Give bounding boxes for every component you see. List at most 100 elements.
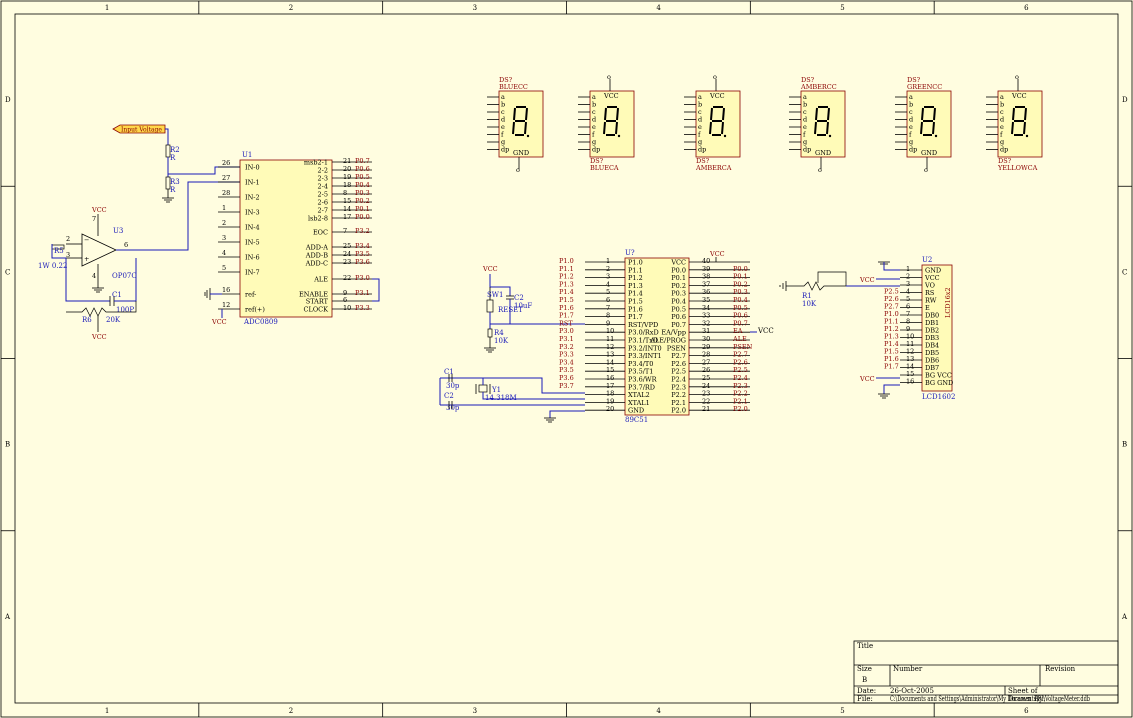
adc-pin-number: 24 <box>343 250 351 258</box>
file-label: File: <box>857 695 873 703</box>
lcd-pin-number: 1 <box>906 265 910 273</box>
lcd-side-label: LCD16x2 <box>944 287 952 318</box>
pot-value: 10K <box>802 300 817 308</box>
opamp-ref: U3 <box>113 227 123 235</box>
mcu-net-label: P3.4 <box>559 358 574 366</box>
segment-pin-label: c <box>501 108 505 116</box>
adc-pin-number: 1 <box>222 204 226 212</box>
segment-pin-label: d <box>698 116 702 124</box>
mcu-pin-number: 27 <box>702 358 710 366</box>
mcu-pin-number: 18 <box>606 390 614 398</box>
adc-pin-name: ENABLE <box>299 291 328 299</box>
segment-pin-label: f <box>909 131 912 139</box>
mcu-net-label: P1.5 <box>559 296 574 304</box>
adc-net-label: P0.3 <box>355 189 370 197</box>
adc-pin-name: IN-3 <box>245 209 260 217</box>
lcd-pin-name: DB2 <box>925 327 939 335</box>
adc-net-label: P3.1 <box>355 289 370 297</box>
adc-pin-name: lsb2-8 <box>308 215 328 223</box>
lcd-pin-number: 3 <box>906 280 910 288</box>
adc-pin-number: 26 <box>222 159 230 167</box>
segment-pin-label: b <box>698 101 702 109</box>
adc-body <box>239 159 333 318</box>
opamp-vcc-bottom: VCC <box>91 333 107 341</box>
mcu-net-label: P0.5 <box>733 304 748 312</box>
adc-pin-name: ref- <box>245 291 256 299</box>
mcu-pin-number: 1 <box>606 257 610 265</box>
lcd-pin-name: BG GND <box>925 379 953 387</box>
adc-net-label: P0.6 <box>355 165 370 173</box>
mcu-pin-name: P0.7 <box>671 321 686 329</box>
y1-ref: Y1 <box>491 386 501 394</box>
adc-pin-number: 15 <box>343 197 351 205</box>
adc-pin-number: 20 <box>343 165 351 173</box>
crystal-circuit: C1 30p C2 30p Y1 14.318M <box>439 368 585 423</box>
mcu-pin-number: 15 <box>606 366 614 374</box>
lcd-pin-number: 15 <box>906 370 914 378</box>
segment-pin-label: a <box>909 93 913 101</box>
segment-pin-label: d <box>501 116 505 124</box>
display-ref: DS? <box>801 76 815 84</box>
mcu-pin-name: XTAL1 <box>628 399 650 407</box>
mcu-net-label: P1.6 <box>559 304 574 312</box>
adc-pin-number: 21 <box>343 157 351 165</box>
segment-pin-label: f <box>592 131 595 139</box>
col-label-top: 3 <box>473 4 477 12</box>
segment-pin-label: dp <box>1000 146 1008 154</box>
row-label-right: B <box>1122 441 1127 449</box>
size-value: B <box>862 676 867 684</box>
adc-pin-name: IN-4 <box>245 224 260 232</box>
r5-ref: R5 <box>54 247 64 255</box>
segment-pin-label: f <box>803 131 806 139</box>
title-label: Title <box>857 642 873 650</box>
mcu-pin-number: 37 <box>702 280 710 288</box>
segment-pin-label: b <box>592 101 596 109</box>
adc-pin-number: 9 <box>343 289 347 297</box>
opamp-u3 <box>81 233 117 267</box>
adc-pin-name: IN-6 <box>245 254 260 262</box>
potentiometer-r1 <box>786 271 847 291</box>
lcd-pin-name: DB4 <box>925 342 939 350</box>
adc-pin-number: 17 <box>343 213 351 221</box>
svg-text:o: o <box>607 73 611 81</box>
mcu-pin-number: 7 <box>606 304 610 312</box>
lcd-pin-number: 2 <box>906 273 910 281</box>
mcu-pin-name: GND <box>628 407 644 415</box>
col-label-top: 5 <box>840 4 844 12</box>
segment-pin-label: c <box>909 108 913 116</box>
adc-pin-name: EOC <box>313 229 328 237</box>
adc-net-label: P0.0 <box>355 213 370 221</box>
adc-pin-number: 3 <box>222 234 226 242</box>
lcd-net-label: P1.7 <box>884 363 899 371</box>
mcu-pin-number: 14 <box>606 358 614 366</box>
mcu-pin-number: 23 <box>702 390 710 398</box>
mcu-pin-number: 2 <box>606 265 610 273</box>
input-divider: Input Voltage R2 R R3 R <box>112 124 240 203</box>
lcd-pin-name: E <box>925 304 930 312</box>
mcu-net-label: PSEN <box>733 343 753 351</box>
segment-pin-label: a <box>501 93 505 101</box>
mcu-pin-name: P2.4 <box>671 376 686 384</box>
xc1-value: 30p <box>446 382 460 390</box>
mcu-pin-name: P1.4 <box>628 290 643 298</box>
mcu-body <box>624 257 690 416</box>
lcd-pin-number: 16 <box>906 378 914 386</box>
r5-value: 1W 0.22 <box>38 262 67 270</box>
date-label: Date: <box>857 687 876 695</box>
mcu-pin-number: 28 <box>702 351 710 359</box>
adc-pin-number: 18 <box>343 181 351 189</box>
mcu-pin-number: 38 <box>702 273 710 281</box>
row-label-right: C <box>1122 268 1127 276</box>
revision-label: Revision <box>1045 665 1076 673</box>
adc-pin-number: 14 <box>343 205 351 213</box>
mcu-vcc: VCC <box>709 250 725 258</box>
col-label-bottom: 4 <box>656 707 661 715</box>
mcu-net-label: P1.3 <box>559 280 574 288</box>
mcu-pin-name: PSEN <box>667 344 687 352</box>
lcd-pin-number: 11 <box>906 340 914 348</box>
segment-pin-label: g <box>698 138 702 146</box>
segment-pin-label: e <box>592 123 596 131</box>
